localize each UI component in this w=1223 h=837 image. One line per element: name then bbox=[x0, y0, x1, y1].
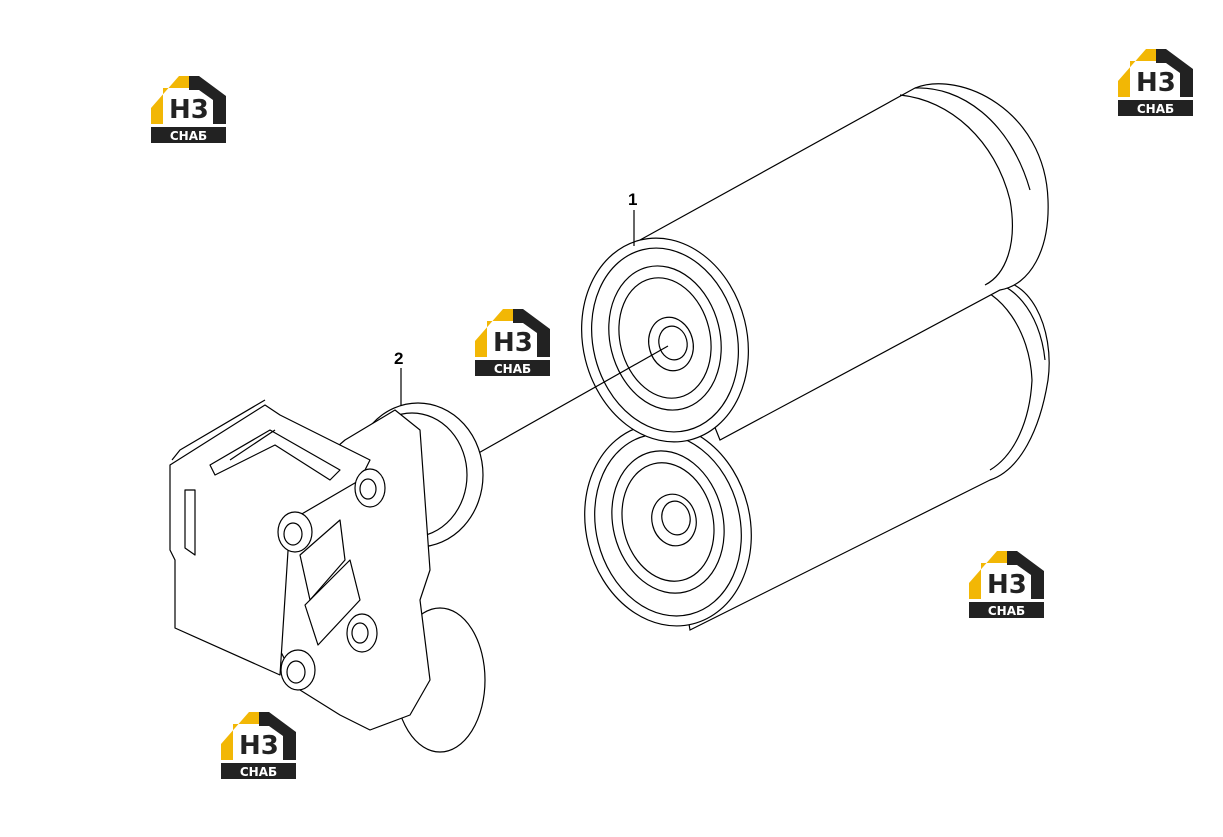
svg-text:СНАБ: СНАБ bbox=[1137, 102, 1174, 116]
svg-text:H3: H3 bbox=[239, 731, 279, 761]
leader-line-1 bbox=[474, 345, 669, 456]
watermark-logo-top-right: H3 СНАБ bbox=[1118, 49, 1193, 116]
callout-label-1: 1 bbox=[628, 190, 637, 209]
watermark-logo-center: H3 СНАБ bbox=[475, 309, 550, 376]
svg-text:СНАБ: СНАБ bbox=[240, 765, 277, 779]
svg-text:СНАБ: СНАБ bbox=[170, 129, 207, 143]
callout-label-2: 2 bbox=[394, 349, 403, 368]
svg-text:H3: H3 bbox=[1136, 68, 1176, 98]
svg-text:H3: H3 bbox=[493, 328, 533, 358]
filter-head-bracket bbox=[169, 399, 486, 753]
svg-text:СНАБ: СНАБ bbox=[988, 604, 1025, 618]
svg-text:H3: H3 bbox=[169, 95, 209, 125]
svg-text:H3: H3 bbox=[987, 570, 1027, 600]
filter-element-lower bbox=[584, 279, 1050, 631]
watermark-logo-bottom-left: H3 СНАБ bbox=[221, 712, 296, 779]
watermark-logo-top-left: H3 СНАБ bbox=[151, 76, 226, 143]
svg-text:СНАБ: СНАБ bbox=[494, 362, 531, 376]
watermark-logo-right: H3 СНАБ bbox=[969, 551, 1044, 618]
filter-element-upper bbox=[581, 83, 1049, 443]
